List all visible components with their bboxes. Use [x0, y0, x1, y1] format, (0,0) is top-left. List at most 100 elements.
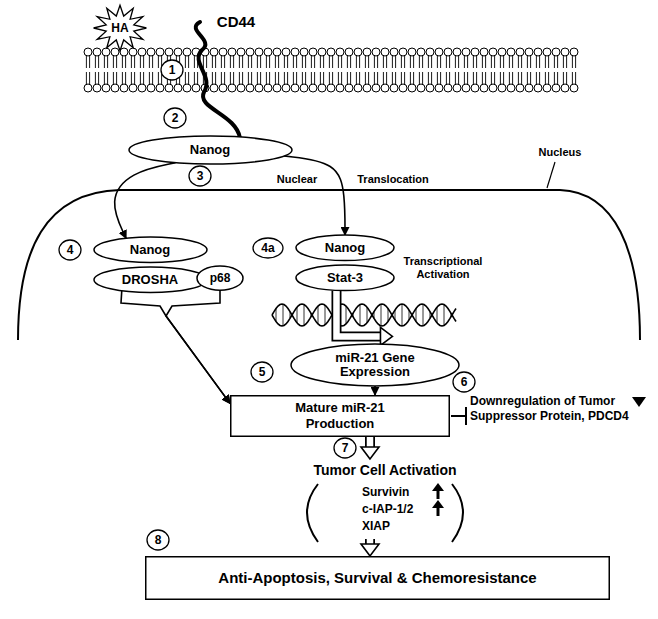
lipid-tail: [188, 72, 189, 84]
lipid-tail: [476, 72, 477, 84]
lipid-tail: [278, 56, 279, 68]
lipid-head: [138, 84, 146, 92]
dna-rung: [388, 309, 389, 322]
callout-circle: [453, 372, 475, 392]
lipid-tail: [455, 72, 456, 84]
lipid-tail: [221, 72, 222, 84]
lipid-head: [219, 84, 227, 92]
lipid-tail: [518, 72, 519, 84]
annotation-label: CD44: [217, 13, 255, 31]
lipid-head: [471, 48, 479, 56]
connector-line: [115, 163, 176, 239]
lipid-head: [309, 48, 317, 56]
lipid-head: [327, 48, 335, 56]
connector-line: [374, 386, 376, 395]
lipid-tail: [95, 72, 96, 84]
lipid-tail: [140, 56, 141, 68]
lipid-tail: [428, 56, 429, 68]
lipid-tail: [464, 72, 465, 84]
lipid-head: [480, 48, 488, 56]
lipid-tail: [494, 56, 495, 68]
lipid-tail: [248, 72, 249, 84]
lipid-head: [489, 48, 497, 56]
lipid-head: [471, 84, 479, 92]
lipid-head: [561, 84, 569, 92]
lipid-tail: [329, 72, 330, 84]
lipid-tail: [482, 56, 483, 68]
lipid-tail: [356, 72, 357, 84]
lipid-tail: [311, 72, 312, 84]
connector: [121, 291, 230, 403]
lipid-tail: [89, 56, 90, 68]
lipid-tail: [338, 72, 339, 84]
lipid-tail: [323, 72, 324, 84]
dna-rung: [402, 304, 403, 326]
lipid-tail: [131, 72, 132, 84]
lipid-tail: [347, 56, 348, 68]
lipid-head: [462, 48, 470, 56]
lipid-tail: [572, 72, 573, 84]
lipid-head: [570, 48, 578, 56]
ellipse-node: Nanog: [295, 234, 395, 262]
lipid-tail: [260, 72, 261, 84]
node-label: Stat-3: [327, 270, 363, 286]
lipid-tail: [575, 56, 576, 68]
hollow-arrow-fill: [336, 291, 380, 337]
ellipse-node: Nanog: [93, 236, 208, 264]
lipid-tail: [221, 56, 222, 68]
lipid-tail: [296, 56, 297, 68]
lipid-head: [273, 84, 281, 92]
lipid-head: [336, 84, 344, 92]
lipid-tail: [467, 72, 468, 84]
lipid-head: [399, 48, 407, 56]
lipid-tail: [134, 72, 135, 84]
lipid-tail: [458, 72, 459, 84]
lipid-head: [156, 84, 164, 92]
dna-rung: [374, 312, 375, 319]
hollow-arrow-outline: [365, 437, 375, 447]
lipid-tail: [257, 72, 258, 84]
lipid-head: [336, 48, 344, 56]
ellipse-node: DROSHA: [93, 266, 208, 294]
node-label: Mature miR-21 Production: [275, 400, 405, 432]
lipid-head: [408, 84, 416, 92]
lipid-tail: [548, 72, 549, 84]
lipid-head: [129, 84, 137, 92]
annotation-label: Nuclear: [275, 172, 319, 186]
lipid-head: [507, 48, 515, 56]
cell-membrane: [84, 48, 578, 92]
lipid-head: [120, 84, 128, 92]
lipid-head: [480, 84, 488, 92]
lipid-tail: [572, 56, 573, 68]
lipid-head: [462, 84, 470, 92]
dna-rung: [437, 307, 438, 323]
lipid-tail: [275, 56, 276, 68]
lipid-head: [327, 84, 335, 92]
lipid-tail: [242, 72, 243, 84]
annotation-label: HA: [111, 21, 128, 36]
lipid-tail: [374, 56, 375, 68]
dna-rung: [395, 310, 396, 320]
lipid-tail: [509, 56, 510, 68]
lipid-tail: [419, 72, 420, 84]
node-label: DROSHA: [122, 272, 178, 288]
lipid-head: [417, 48, 425, 56]
dna-strand: [272, 304, 456, 326]
lipid-tail: [482, 72, 483, 84]
annotation-label: Transcriptional Activation: [400, 255, 486, 281]
annotation-label: Downregulation of Tumor Suppressor Prote…: [470, 394, 648, 424]
lipid-tail: [356, 56, 357, 68]
lipid-tail: [566, 56, 567, 68]
lipid-tail: [287, 56, 288, 68]
lipid-tail: [251, 56, 252, 68]
node-label: Nanog: [190, 142, 230, 158]
lipid-head: [219, 48, 227, 56]
callout-circle: [334, 438, 356, 458]
connector-line: [166, 290, 230, 403]
lipid-head: [138, 48, 146, 56]
lipid-tail: [158, 72, 159, 84]
lipid-tail: [125, 56, 126, 68]
lipid-tail: [539, 72, 540, 84]
lipid-head: [489, 84, 497, 92]
